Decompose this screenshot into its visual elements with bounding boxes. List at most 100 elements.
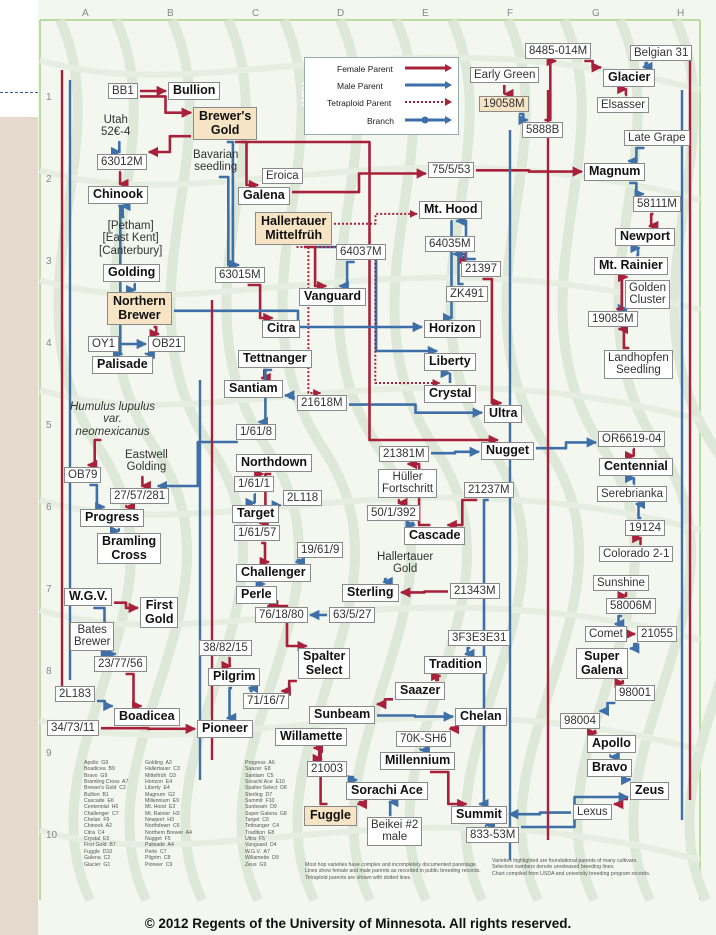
copyright-notice: © 2012 Regents of the University of Minn… <box>144 916 572 931</box>
edge-n98004-to-apollo <box>587 727 598 739</box>
edge-n2757281-to-progress <box>124 501 136 513</box>
edge-n3f3e3e-to-tradition <box>464 646 475 660</box>
variety-santiam: Santiam <box>224 380 283 398</box>
edge-n19085-to-mtrainier <box>616 271 629 311</box>
variety-pilgrim: Pilgrim <box>208 668 261 686</box>
variety-newport: Newport <box>615 228 675 246</box>
edge-hallertauermf-to-mthood <box>334 209 418 225</box>
variety-n58006: 58006M <box>606 598 656 615</box>
edge-n98001-to-n98004 <box>598 701 616 717</box>
variety-landhopfen: Landhopfen Seedling <box>604 350 673 379</box>
variety-hallertauermf: Hallertauer Mittelfrüh <box>255 212 333 245</box>
variety-magnum: Magnum <box>584 163 646 181</box>
variety-bb1: BB1 <box>108 83 138 100</box>
variety-n58111: 58111M <box>633 196 681 213</box>
edge-spalter-to-n71167 <box>280 679 297 697</box>
index-column-3: Progress A6 Saazer E8 Santiam C5 Sorachi… <box>245 760 287 868</box>
grid-column-label: B <box>167 8 174 19</box>
variety-n1618: 1/61/8 <box>236 424 276 441</box>
variety-northdown: Northdown <box>236 454 312 472</box>
edge-northernbrewer-to-ob21 <box>149 325 160 340</box>
edge-hallgold-to-sterling <box>382 576 393 588</box>
grid-column-label: F <box>507 8 514 19</box>
edge-lategrape-to-magnum <box>627 146 645 167</box>
edge-millennium-to-summit <box>430 770 468 810</box>
edge-n8485-to-glacier <box>584 59 603 73</box>
edge-beikei-to-sorachi <box>387 796 399 817</box>
variety-apollo: Apollo <box>587 735 636 753</box>
grid-column-label: C <box>252 8 260 19</box>
variety-fuggle: Fuggle <box>304 806 357 826</box>
variety-bramling: Bramling Cross <box>97 533 162 564</box>
edge-n19058-to-n5888 <box>518 112 529 126</box>
key-male-label: Male Parent <box>337 81 383 91</box>
variety-crystal: Crystal <box>424 385 477 403</box>
variety-earlygreen: Early Green <box>470 67 540 84</box>
variety-bullion: Bullion <box>168 82 221 100</box>
variety-pethamgroup: [Petham] [East Kent] [Canterbury] <box>99 220 163 257</box>
variety-ultra: Ultra <box>484 405 523 423</box>
variety-n2l118: 2L118 <box>283 490 323 507</box>
edge-n63015-to-citra <box>247 283 274 324</box>
key-legend: Female Parent Male Parent Tetraploid Par… <box>304 57 459 135</box>
edge-pilgrim-to-pioneer <box>225 686 237 724</box>
variety-ob21: OB21 <box>148 336 186 353</box>
edge-lexus-to-summit <box>507 809 571 820</box>
edge-bavarian-to-n63015 <box>218 175 239 271</box>
variety-huller: Hüller Fortschritt <box>378 469 438 498</box>
edge-n2l183-to-boadicea <box>97 699 114 712</box>
variety-eastwell: Eastwell Golding <box>125 449 168 474</box>
edge-eastwell-to-n2757281 <box>140 475 151 492</box>
variety-boadicea: Boadicea <box>114 708 180 726</box>
edge-chelan-to-n70ksh6 <box>448 723 459 735</box>
variety-eroica: Eroica <box>262 168 303 185</box>
variety-target: Target <box>232 505 280 523</box>
variety-batesbrewer: Bates Brewer <box>70 622 115 651</box>
variety-n21397: 21397 <box>461 261 501 278</box>
grid-column-label: A <box>82 8 89 19</box>
grid-row-label: 1 <box>46 92 52 103</box>
edge-bravo-to-zeus <box>621 774 632 786</box>
edge-sunbeam-to-chelan <box>377 711 455 722</box>
edge-summit-to-n83353 <box>484 819 496 831</box>
edge-n1618-to-n2757281 <box>156 440 238 492</box>
variety-n83353: 833-53M <box>466 827 520 844</box>
variety-n98001: 98001 <box>615 685 655 702</box>
variety-zeus: Zeus <box>630 782 670 800</box>
edge-n63012-to-chinook <box>118 170 129 190</box>
variety-supergalena: Super Galena <box>576 648 628 679</box>
variety-chinook: Chinook <box>88 186 148 204</box>
variety-palisade: Palisade <box>92 356 153 374</box>
variety-mtrainier: Mt. Rainier <box>594 257 668 275</box>
variety-goldencluster: Golden Cluster <box>625 280 671 309</box>
variety-n63012: 63012M <box>97 154 147 171</box>
variety-saazer: Saazer <box>395 682 446 700</box>
variety-bavarian: Bavarian seedling <box>193 149 239 174</box>
key-branch-label: Branch <box>367 116 394 126</box>
grid-row-label: 6 <box>46 502 52 513</box>
edge-saazer-to-sunbeam <box>375 698 393 710</box>
grid-row-label: 10 <box>46 830 58 841</box>
grid-row-label: 2 <box>46 174 52 185</box>
variety-vanguard: Vanguard <box>299 288 366 306</box>
variety-mthood: Mt. Hood <box>419 201 483 219</box>
variety-beikei: Beikei #2 male <box>367 817 423 846</box>
edge-n58006-to-comet <box>613 614 625 630</box>
variety-bravo: Bravo <box>587 759 633 777</box>
variety-colorado: Colorado 2-1 <box>599 546 674 563</box>
variety-zk491: ZK491 <box>446 286 488 303</box>
variety-centennial: Centennial <box>599 458 673 476</box>
edge-hallertauermf-to-crystal <box>311 246 441 387</box>
edge-n21618-to-santiam <box>283 390 295 401</box>
grid-column-label: D <box>337 8 345 19</box>
variety-hallgold: Hallertauer Gold <box>377 551 434 576</box>
key-female-label: Female Parent <box>337 64 393 74</box>
variety-n8485: 8485-014M <box>525 43 592 60</box>
variety-n19058: 19058M <box>479 96 529 113</box>
edge-golding-to-northernbrewer <box>125 282 137 296</box>
variety-nugget: Nugget <box>481 442 535 460</box>
edge-n71167-to-pilgrim <box>247 682 259 694</box>
edge-n21618-to-ultra <box>349 403 484 418</box>
edge-zk491-to-n64035 <box>452 248 464 286</box>
variety-n21003: 21003 <box>307 761 347 778</box>
